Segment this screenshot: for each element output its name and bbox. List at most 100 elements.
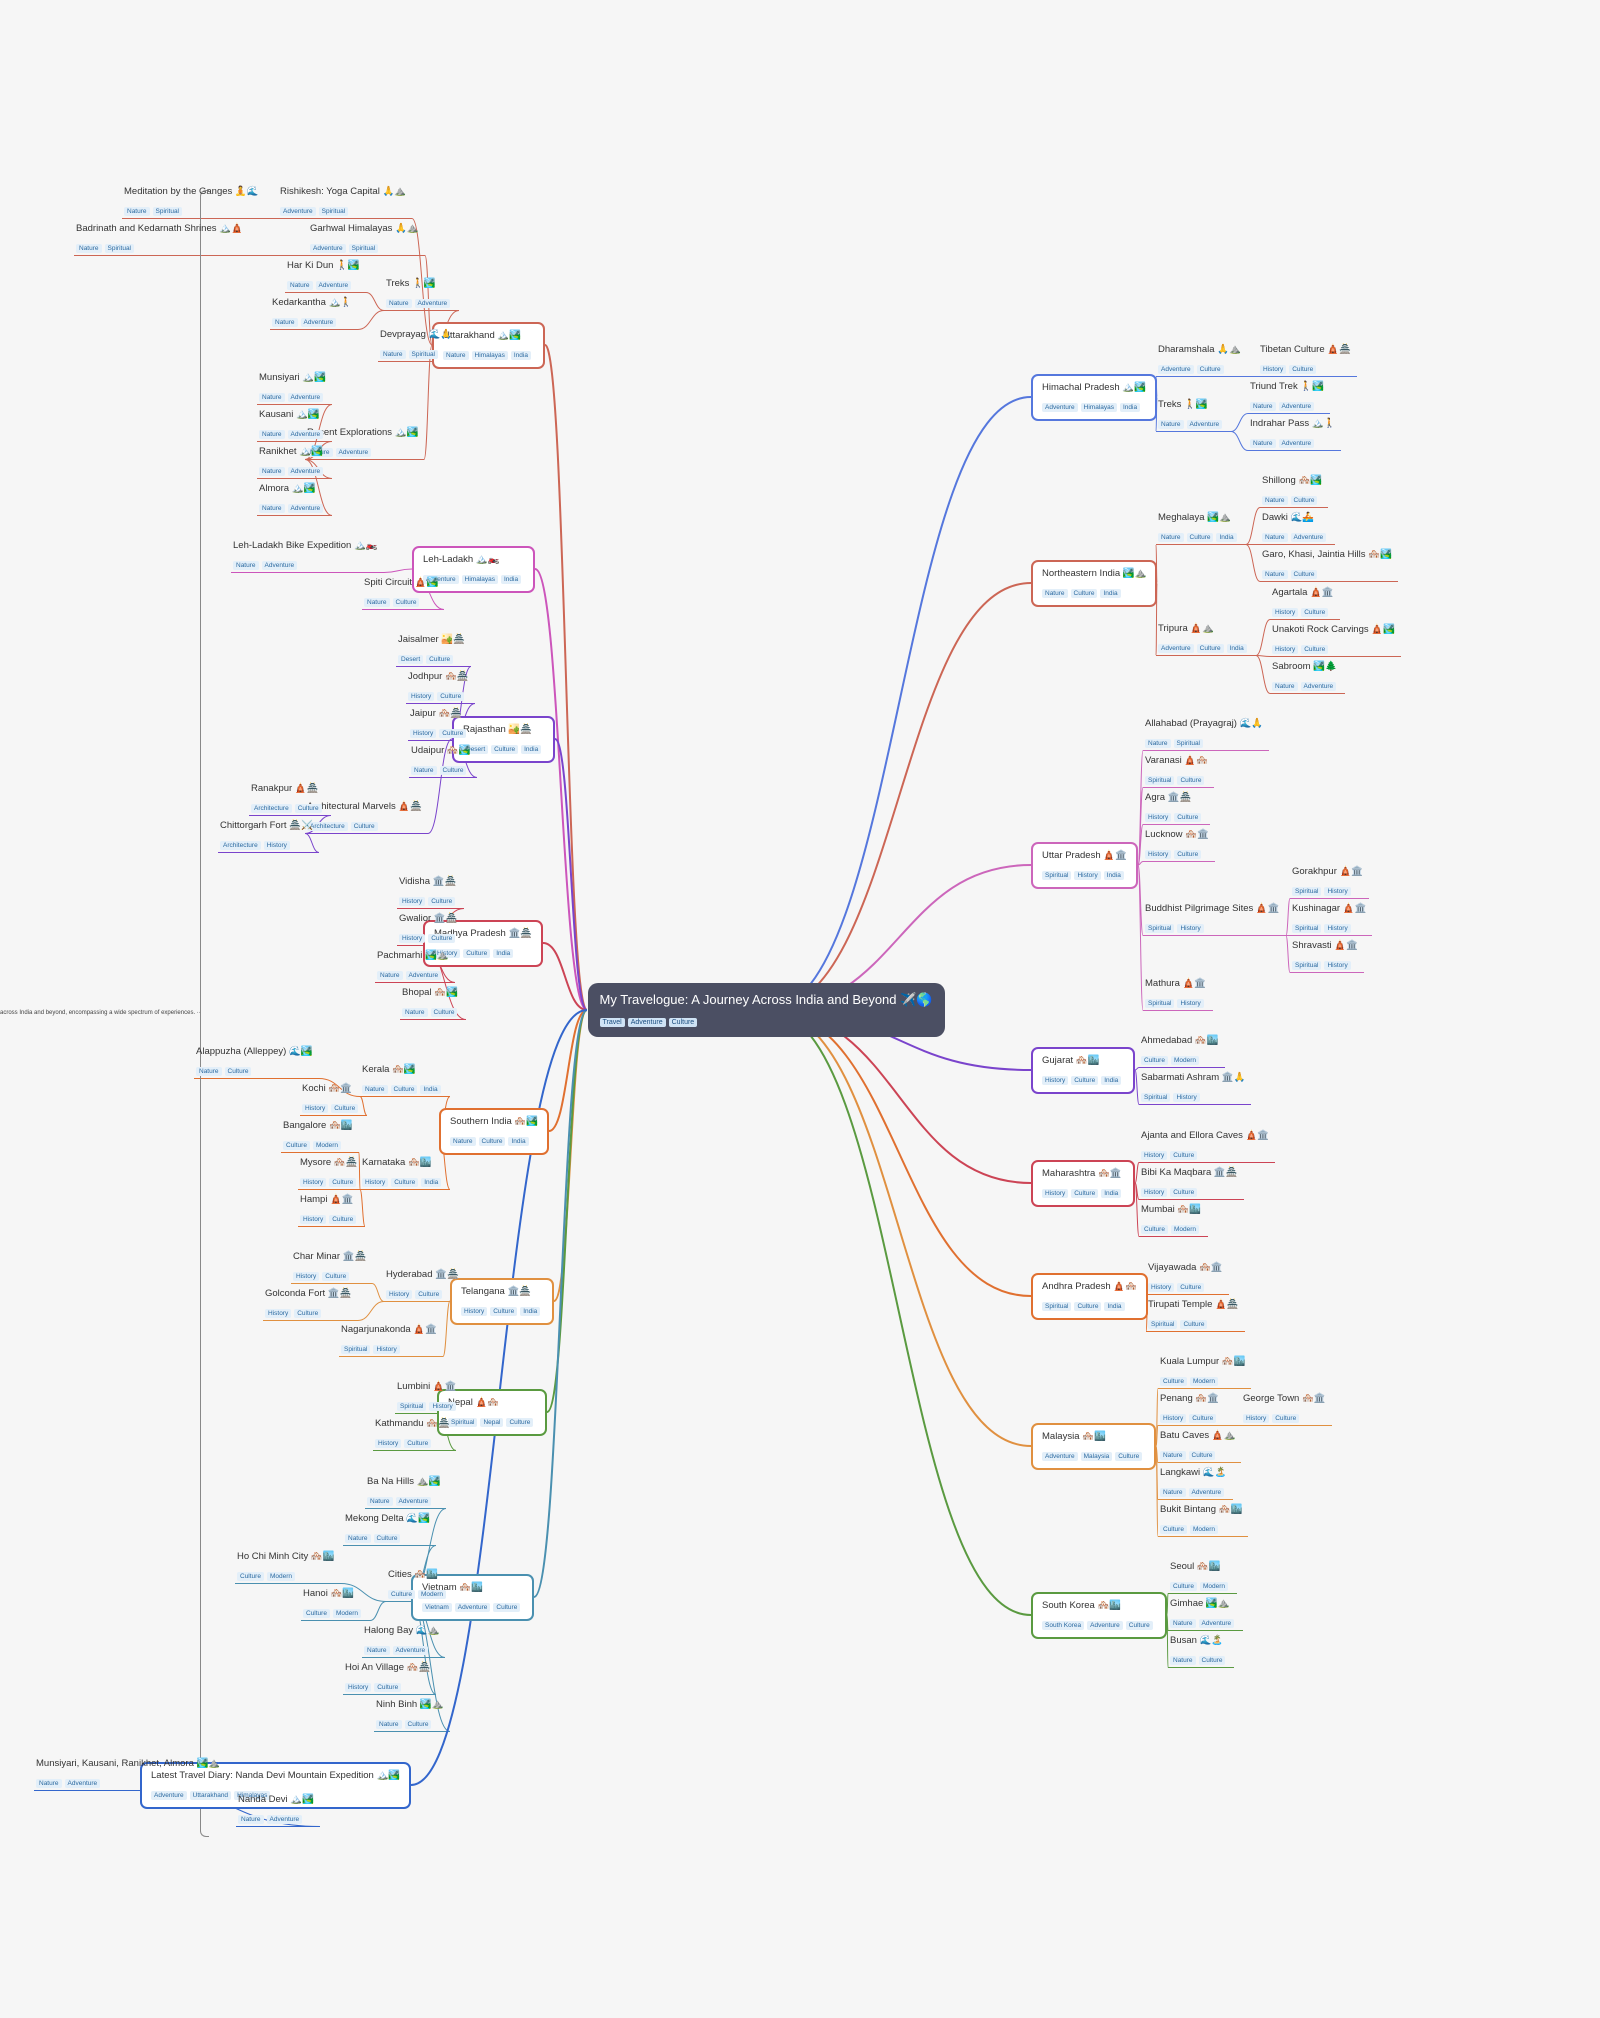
tag-india[interactable]: India [493, 948, 514, 958]
tag-adventure[interactable]: Adventure [287, 392, 324, 402]
tag-modern[interactable]: Modern [312, 1140, 342, 1150]
tag-nature[interactable]: Nature [377, 970, 403, 980]
tag-culture[interactable]: Culture [224, 1066, 252, 1076]
tag-history[interactable]: History [399, 896, 426, 906]
tag-culture[interactable]: Culture [283, 1140, 310, 1150]
tag-history[interactable]: History [386, 1289, 413, 1299]
tag-history[interactable]: History [1243, 1413, 1270, 1423]
tag-spiritual[interactable]: Spiritual [152, 206, 182, 216]
tag-adventure[interactable]: Adventure [287, 466, 324, 476]
tag-history[interactable]: History [263, 840, 290, 850]
tag-culture[interactable]: Culture [294, 1308, 322, 1318]
tag-nature[interactable]: Nature [402, 1007, 428, 1017]
tag-culture[interactable]: Culture [1272, 1413, 1300, 1423]
tag-history[interactable]: History [399, 933, 426, 943]
tag-adventure[interactable]: Adventure [1290, 532, 1327, 542]
tag-nature[interactable]: Nature [1250, 401, 1276, 411]
tag-spiritual[interactable]: Spiritual [341, 1344, 371, 1354]
tag-culture[interactable]: Culture [322, 1271, 350, 1281]
node-munsiyari-kausani-ranikhet-almora[interactable]: Munsiyari, Kausani, Ranikhet, Almora 🏞️⛰… [36, 1757, 220, 1790]
tag-modern[interactable]: Modern [417, 1589, 447, 1599]
tag-nature[interactable]: Nature [376, 1719, 402, 1729]
tag-history[interactable]: History [300, 1214, 327, 1224]
tag-culture[interactable]: Culture [1170, 1187, 1198, 1197]
tag-history[interactable]: History [1042, 1188, 1069, 1198]
tag-spiritual[interactable]: Spiritual [1148, 1319, 1178, 1329]
tag-history[interactable]: History [1141, 1187, 1168, 1197]
tag-architecture[interactable]: Architecture [251, 803, 292, 813]
tag-history[interactable]: History [1141, 1150, 1168, 1160]
tag-spiritual[interactable]: Spiritual [318, 206, 349, 216]
tag-history[interactable]: History [345, 1682, 372, 1692]
tag-culture[interactable]: Culture [1301, 607, 1329, 617]
tag-culture[interactable]: Culture [329, 1214, 357, 1224]
tag-nature[interactable]: Nature [1042, 588, 1068, 598]
tag-adventure[interactable]: Adventure [414, 298, 451, 308]
tag-adventure[interactable]: Adventure [1158, 364, 1194, 374]
tag-history[interactable]: History [293, 1271, 320, 1281]
tag-culture[interactable]: Culture [237, 1571, 264, 1581]
tag-adventure[interactable]: Adventure [395, 1496, 432, 1506]
tag-nature[interactable]: Nature [1170, 1655, 1196, 1665]
tag-nature[interactable]: Nature [272, 317, 298, 327]
tag-spiritual[interactable]: Spiritual [1145, 923, 1175, 933]
tag-culture[interactable]: Culture [1198, 1655, 1226, 1665]
tag-history[interactable]: History [1160, 1413, 1187, 1423]
tag-nature[interactable]: Nature [196, 1066, 222, 1076]
tag-adventure[interactable]: Adventure [627, 1018, 666, 1027]
tag-culture[interactable]: Culture [1290, 495, 1318, 505]
tag-himalayas[interactable]: Himalayas [234, 1790, 271, 1800]
tag-desert[interactable]: Desert [463, 744, 489, 754]
tag-history[interactable]: History [1042, 1075, 1069, 1085]
tag-adventure[interactable]: Adventure [335, 447, 372, 457]
tag-culture[interactable]: Culture [491, 744, 519, 754]
tag-history[interactable]: History [1074, 870, 1101, 880]
tag-adventure[interactable]: Adventure [1042, 1451, 1078, 1461]
tag-adventure[interactable]: Adventure [1158, 643, 1194, 653]
tag-culture[interactable]: Culture [439, 765, 467, 775]
tag-history[interactable]: History [408, 691, 435, 701]
tag-spiritual[interactable]: Spiritual [1145, 998, 1175, 1008]
tag-adventure[interactable]: Adventure [454, 1602, 491, 1612]
tag-nature[interactable]: Nature [287, 280, 313, 290]
tag-nature[interactable]: Nature [1272, 681, 1298, 691]
tag-nature[interactable]: Nature [124, 206, 150, 216]
tag-spiritual[interactable]: Spiritual [1292, 960, 1322, 970]
tag-culture[interactable]: Culture [390, 1084, 418, 1094]
tag-travel[interactable]: Travel [599, 1018, 625, 1027]
tag-culture[interactable]: Culture [1160, 1376, 1187, 1386]
